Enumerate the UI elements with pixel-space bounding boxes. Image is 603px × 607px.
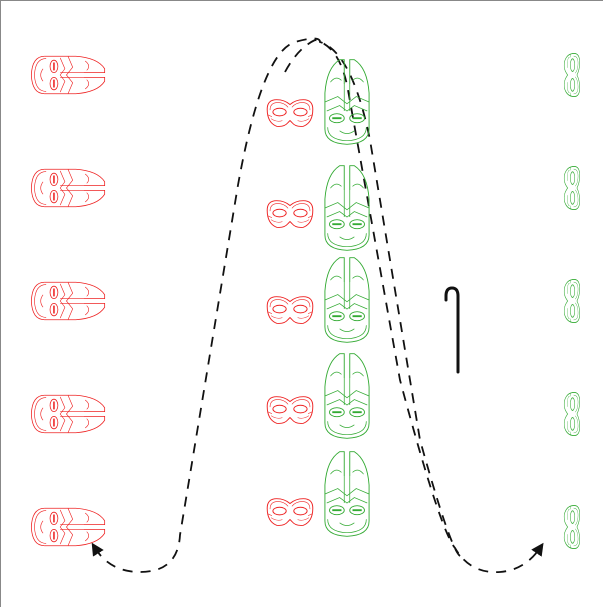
right-domino-mask-icon[interactable]: [564, 53, 579, 96]
center-tall-mask-icon[interactable]: [325, 452, 369, 537]
right-domino-mask-icon[interactable]: [564, 505, 579, 548]
center-tall-mask-icon[interactable]: [325, 60, 369, 145]
left-tall-mask-icon[interactable]: [31, 395, 104, 432]
right-domino-mask-icon[interactable]: [564, 279, 579, 322]
center-domino-mask-icon[interactable]: [267, 201, 313, 228]
center-tall-mask-icon[interactable]: [325, 354, 369, 439]
center-domino-mask-icon[interactable]: [267, 100, 313, 127]
left-tall-mask-icon[interactable]: [31, 282, 104, 319]
right-domino-mask-icon[interactable]: [564, 392, 579, 435]
center-domino-mask-icon[interactable]: [267, 499, 313, 526]
left-tall-mask-icon[interactable]: [31, 56, 104, 93]
left-tall-mask-icon[interactable]: [31, 169, 104, 206]
center-domino-mask-icon[interactable]: [267, 397, 313, 424]
center-tall-mask-icon[interactable]: [325, 166, 369, 251]
cane-icon[interactable]: [446, 288, 458, 372]
center-tall-mask-icon[interactable]: [325, 258, 369, 343]
right-dashed-path: [285, 40, 540, 572]
center-domino-mask-icon[interactable]: [267, 297, 313, 324]
left-tall-mask-icon[interactable]: [31, 508, 104, 545]
right-domino-mask-icon[interactable]: [564, 166, 579, 209]
